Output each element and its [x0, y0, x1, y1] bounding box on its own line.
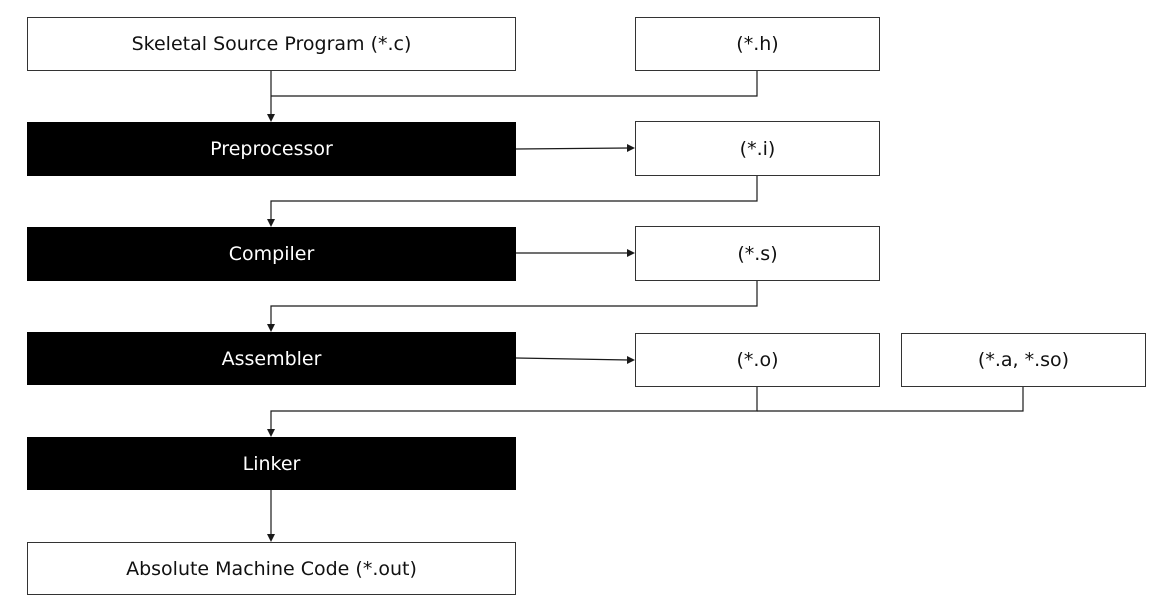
edge-libraries-to-linker [757, 387, 1024, 412]
compiler-label: Compiler [228, 243, 315, 265]
compiler-box: Compiler [27, 227, 516, 281]
edge-assembler-to-object [515, 357, 630, 361]
assembler-box: Assembler [27, 332, 516, 385]
assembler-label: Assembler [221, 347, 322, 370]
preprocessor-label: Preprocessor [210, 138, 333, 160]
object-file-label: (*.o) [736, 349, 779, 371]
arrowhead-into-output [267, 534, 275, 542]
preprocessed-file-box: (*.i) [635, 121, 880, 176]
assembly-file-label: (*.s) [737, 242, 778, 265]
library-files-box: (*.a, *.so) [901, 333, 1146, 387]
source-program-label: Skeletal Source Program (*.c) [131, 33, 412, 55]
arrowhead-into-compiler [267, 219, 275, 227]
header-file-box: (*.h) [635, 17, 880, 71]
preprocessed-file-label: (*.i) [739, 137, 776, 160]
arrowhead-into-preprocessed [627, 144, 635, 152]
edge-object-to-linker [270, 387, 758, 431]
machine-code-box: Absolute Machine Code (*.out) [27, 542, 516, 595]
edge-assembly-to-assembler [270, 281, 758, 326]
linker-label: Linker [242, 452, 301, 475]
linker-box: Linker [27, 437, 516, 490]
edge-header-to-preprocessor [271, 71, 758, 97]
arrowhead-into-assembly [627, 249, 635, 257]
assembly-file-box: (*.s) [635, 226, 880, 281]
source-program-box: Skeletal Source Program (*.c) [27, 17, 516, 71]
arrowhead-into-preprocessor [267, 114, 275, 122]
header-file-label: (*.h) [736, 33, 779, 55]
preprocessor-box: Preprocessor [27, 122, 516, 176]
arrowhead-into-assembler [267, 324, 275, 332]
edge-preprocessor-to-preprocessed [515, 147, 630, 150]
edge-preprocessed-to-compiler [270, 176, 758, 221]
arrowhead-into-linker [267, 429, 275, 437]
library-files-label: (*.a, *.so) [977, 349, 1070, 371]
machine-code-label: Absolute Machine Code (*.out) [126, 557, 417, 580]
arrowhead-into-object [627, 356, 635, 364]
object-file-box: (*.o) [635, 333, 880, 387]
